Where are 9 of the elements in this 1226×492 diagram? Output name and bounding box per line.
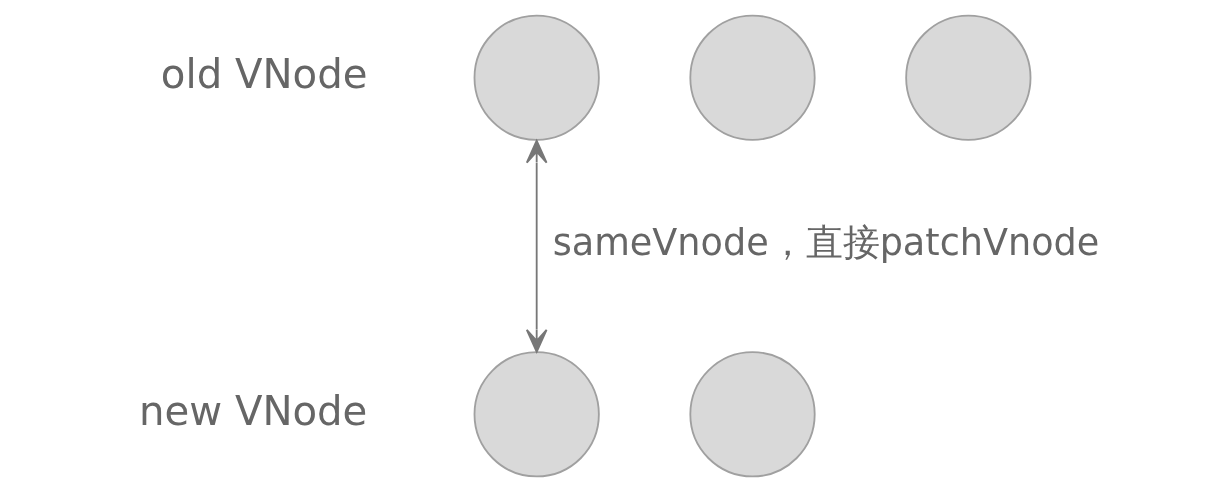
node-circle xyxy=(688,351,816,478)
node-circle xyxy=(473,351,600,478)
edge-label: sameVnode，直接patchVnode xyxy=(552,221,1099,265)
label: old VNode xyxy=(160,50,367,97)
node-circle xyxy=(473,14,600,141)
label: new VNode xyxy=(138,387,367,434)
arrow xyxy=(525,139,547,353)
node-circle xyxy=(688,14,816,141)
node-circle xyxy=(904,14,1031,141)
